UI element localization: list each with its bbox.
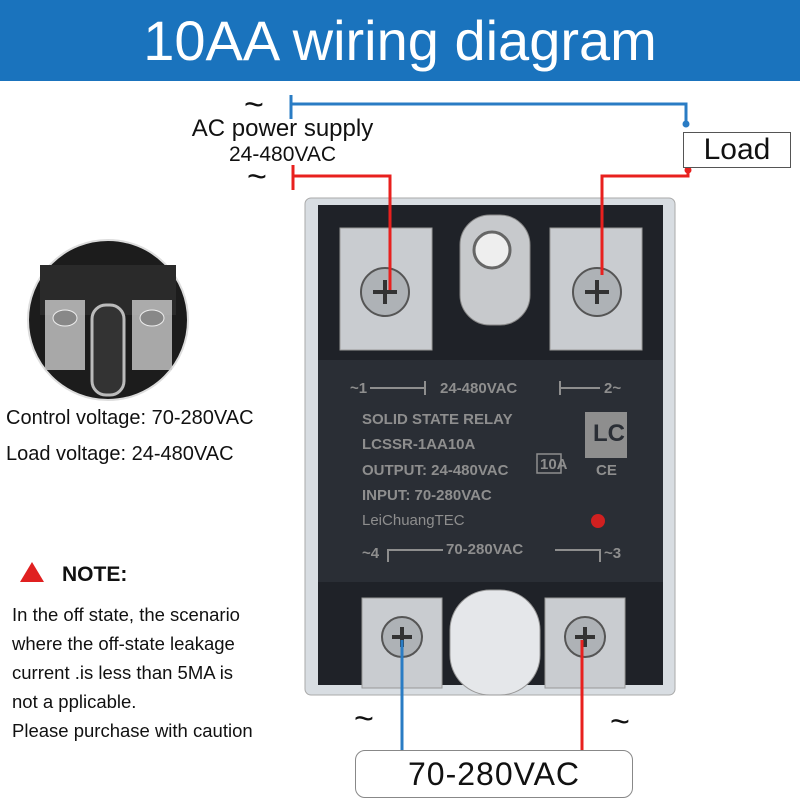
relay-logo: LC	[593, 420, 625, 447]
note-line: current .is less than 5MA is	[12, 662, 234, 683]
ac-power-supply-label: AC power supply 24-480VAC	[150, 116, 415, 168]
page-title: 10AA wiring diagram	[0, 0, 800, 81]
ac-tilde-bottom: ~	[247, 158, 267, 196]
ac-power-supply-voltage: 24-480VAC	[228, 143, 336, 166]
note-line: not a pplicable.	[12, 691, 137, 712]
relay-input: INPUT: 70-280VAC	[362, 487, 492, 504]
relay-brand: LeiChuangTEC	[362, 512, 465, 529]
relay-terminal-3: ~3	[604, 545, 622, 562]
control-voltage-box: 70-280VAC	[355, 750, 633, 798]
relay-terminal-1: ~1	[350, 380, 368, 397]
control-tilde-left: ~	[354, 700, 374, 738]
control-voltage: Control voltage: 70-280VAC	[6, 407, 254, 429]
inset-photo	[27, 239, 189, 401]
relay-rating: 10A	[540, 456, 568, 473]
relay-model: LCSSR-1AA10A	[362, 436, 476, 453]
relay-output-voltage: 24-480VAC	[440, 380, 518, 397]
note-line: Please purchase with caution	[12, 720, 253, 741]
load-box: Load	[683, 132, 791, 168]
wires	[20, 95, 692, 750]
relay-terminal-2: 2~	[604, 380, 622, 397]
note-title: NOTE:	[62, 563, 128, 586]
relay-body	[304, 197, 676, 696]
relay-output: OUTPUT: 24-480VAC	[362, 462, 509, 479]
control-tilde-right: ~	[610, 703, 630, 741]
load-voltage: Load voltage: 24-480VAC	[6, 443, 234, 465]
note-line: where the off-state leakage	[12, 633, 235, 654]
note-body: In the off state, the scenario where the…	[12, 600, 302, 745]
relay-terminal-4: ~4	[362, 545, 380, 562]
relay-type: SOLID STATE RELAY	[362, 411, 513, 428]
ac-power-supply-title: AC power supply	[191, 115, 374, 142]
relay-input-voltage: 70-280VAC	[446, 541, 524, 558]
note-line: In the off state, the scenario	[12, 604, 240, 625]
ce-mark: CE	[596, 462, 617, 479]
ac-tilde-top: ~	[244, 86, 264, 124]
